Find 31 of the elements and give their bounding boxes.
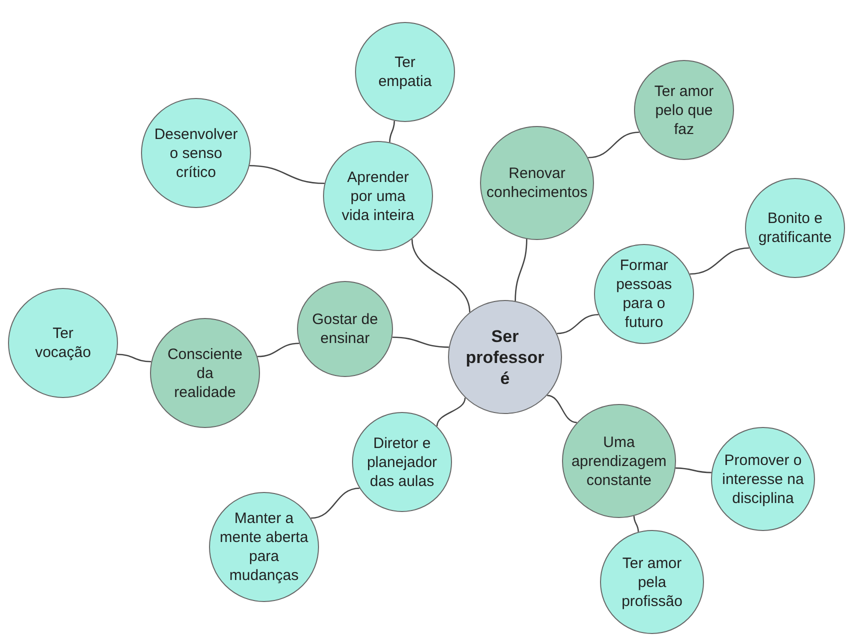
topic-text: Aprender por uma vida inteira: [340, 168, 416, 224]
connector-line: [392, 336, 449, 348]
topic-text: Ser professor é: [464, 326, 546, 388]
topic-text: Diretor e planejador das aulas: [366, 434, 438, 490]
connector-line: [514, 239, 528, 301]
topic-text: Renovar conhecimentos: [486, 164, 588, 202]
topic-text: Uma aprendizagem constante: [570, 432, 668, 490]
topic-text: Promover o interesse na disciplina: [721, 450, 805, 508]
connector-line: [436, 398, 466, 426]
connector-line: [257, 342, 300, 358]
topic-text: Ter empatia: [377, 53, 433, 91]
connector-line: [411, 239, 470, 312]
connector-line: [676, 467, 712, 474]
topic-text: Ter amor pela profissão: [620, 554, 684, 610]
topic-text: Manter a mente aberta para mudanças: [218, 509, 310, 585]
topic-text: Ter amor pelo que faz: [653, 82, 715, 138]
connector-line: [389, 120, 395, 142]
topic-text: Consciente da realidade: [166, 344, 244, 402]
topic-text: Desenvolver o senso crítico: [153, 124, 239, 182]
connector-line: [588, 132, 640, 158]
topic-text: Ter vocação: [34, 324, 92, 362]
connector-line: [633, 516, 639, 532]
connector-line: [556, 314, 599, 334]
connector-line: [690, 247, 750, 275]
connector-line: [547, 394, 577, 424]
topic-text: Formar pessoas para o futuro: [615, 256, 673, 332]
topic-text: Gostar de ensinar: [311, 310, 379, 348]
topic-text: Bonito e gratificante: [757, 209, 833, 247]
connector-line: [250, 165, 324, 184]
connector-line: [310, 488, 360, 519]
connector-line: [116, 354, 152, 362]
